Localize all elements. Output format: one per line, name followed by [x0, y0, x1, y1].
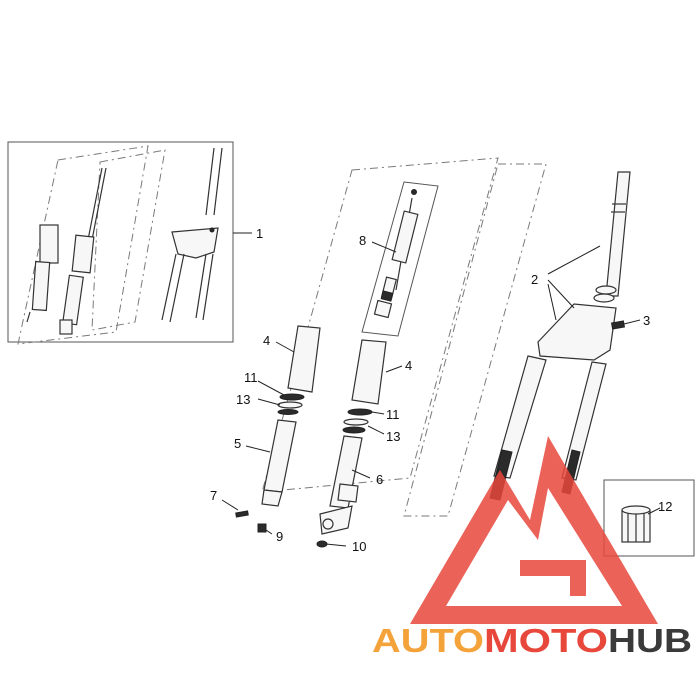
callout-13-left: 13 — [236, 392, 250, 407]
part-11-13-right-rings — [342, 408, 385, 435]
callout-1: 1 — [256, 226, 263, 241]
part-4-left — [275, 325, 321, 393]
callout-13-right: 13 — [386, 429, 400, 444]
part-3-bolt — [610, 319, 641, 330]
callout-2: 2 — [531, 272, 538, 287]
part-8-cartridge — [361, 181, 439, 337]
watermark-wordmark: AUTO MOTO HUB — [372, 622, 692, 659]
watermark-logo — [410, 436, 658, 624]
part-2-fork — [489, 171, 631, 501]
callout-11-left: 11 — [244, 370, 258, 385]
part-12-inset — [603, 479, 695, 557]
watermark-text-auto: AUTO — [372, 622, 484, 659]
callout-12: 12 — [658, 499, 672, 514]
callout-9: 9 — [276, 529, 283, 544]
callout-4-left: 4 — [263, 333, 270, 348]
callout-7: 7 — [210, 488, 217, 503]
watermark-text-hub: HUB — [608, 622, 692, 659]
part-10-nut — [316, 540, 347, 548]
callout-11-right: 11 — [386, 407, 400, 422]
part-5-left-slider — [245, 419, 297, 507]
callout-5: 5 — [234, 436, 241, 451]
part-4-right — [351, 339, 403, 405]
watermark-text-moto: MOTO — [484, 622, 608, 659]
callout-3: 3 — [643, 313, 650, 328]
part-11-13-left-rings — [257, 380, 305, 415]
part-7-bolt — [221, 499, 249, 518]
watermark-triangle-icon — [410, 436, 658, 624]
callout-10: 10 — [352, 539, 366, 554]
callout-labels: 1 2 3 4 4 5 6 7 8 9 10 11 11 12 13 13 — [210, 226, 672, 554]
callout-4-right: 4 — [405, 358, 412, 373]
assembly-inset — [7, 141, 252, 345]
callout-6: 6 — [376, 472, 383, 487]
part-6-right-slider — [319, 435, 371, 535]
part-9-screw — [257, 523, 273, 535]
callout-8: 8 — [359, 233, 366, 248]
